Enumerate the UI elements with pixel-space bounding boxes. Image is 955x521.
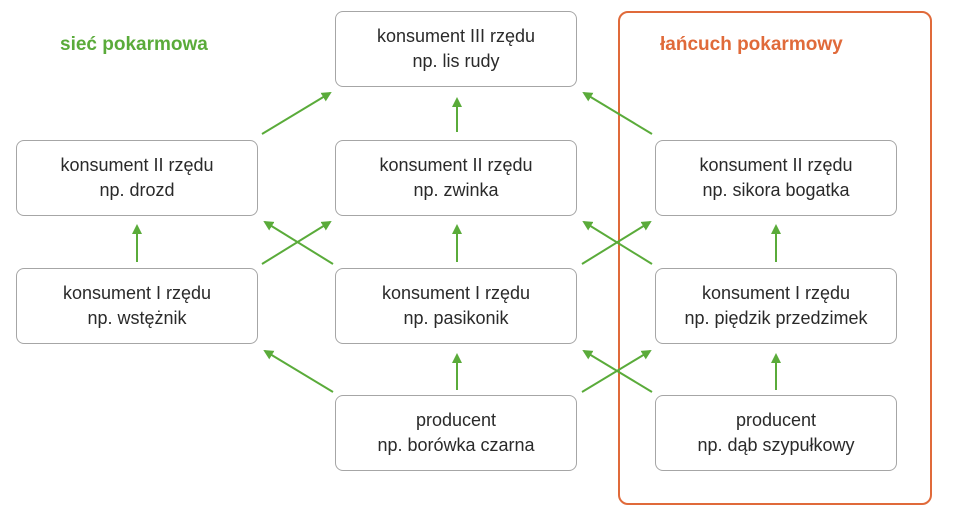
arrow-c1mid-to-c2right [581, 220, 652, 265]
food-chain-frame [618, 11, 932, 505]
node-example: np. sikora bogatka [702, 180, 850, 200]
node-consumer-2-lizard: konsument II rzędu np. zwinka [335, 140, 577, 216]
node-consumer-3-fox: konsument III rzędu np. lis rudy [335, 11, 577, 87]
node-title: konsument II rzędu [699, 155, 853, 175]
arrow-c2right-to-top [582, 91, 653, 135]
node-title: konsument III rzędu [376, 26, 536, 46]
node-example: np. dąb szypułkowy [697, 435, 855, 455]
node-example: np. drozd [99, 180, 175, 200]
node-example: np. borówka czarna [377, 435, 535, 455]
node-example: np. piędzik przedzimek [684, 308, 868, 328]
arrow-pmid-to-c1left [263, 349, 334, 393]
arrow-c1right-to-c2mid [582, 220, 653, 265]
arrow-c1left-to-c2mid [261, 220, 332, 265]
node-producer-oak: producent np. dąb szypułkowy [655, 395, 897, 471]
node-title: producent [735, 410, 817, 430]
node-title: konsument I rzędu [701, 283, 851, 303]
arrow-c1mid-to-c2left [263, 220, 334, 265]
node-title: konsument II rzędu [60, 155, 214, 175]
node-consumer-1-winter-moth: konsument I rzędu np. piędzik przedzimek [655, 268, 897, 344]
arrow-c2left-to-top [261, 91, 332, 135]
node-example: np. wstężnik [87, 308, 187, 328]
node-title: konsument II rzędu [379, 155, 533, 175]
food-chain-label: łańcuch pokarmowy [660, 34, 843, 55]
node-consumer-2-great-tit: konsument II rzędu np. sikora bogatka [655, 140, 897, 216]
node-example: np. pasikonik [403, 308, 509, 328]
food-web-label: sieć pokarmowa [60, 34, 208, 55]
node-example: np. lis rudy [412, 51, 500, 71]
node-consumer-2-thrush: konsument II rzędu np. drozd [16, 140, 258, 216]
node-title: konsument I rzędu [62, 283, 212, 303]
node-consumer-1-grasshopper: konsument I rzędu np. pasikonik [335, 268, 577, 344]
node-consumer-1-moth: konsument I rzędu np. wstężnik [16, 268, 258, 344]
node-example: np. zwinka [413, 180, 499, 200]
node-producer-bilberry: producent np. borówka czarna [335, 395, 577, 471]
arrow-pright-to-c1mid [582, 349, 653, 393]
node-title: producent [415, 410, 497, 430]
node-title: konsument I rzędu [381, 283, 531, 303]
arrow-pmid-to-c1right [581, 349, 652, 393]
